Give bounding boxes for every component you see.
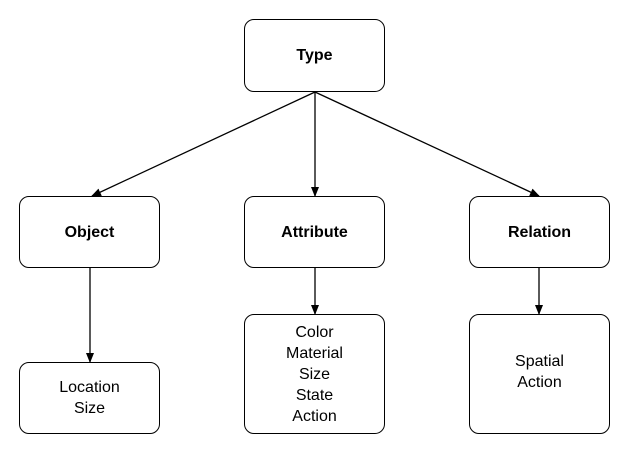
edge-type-object bbox=[91, 91, 316, 197]
object-child-size: Size bbox=[73, 400, 106, 417]
relation-child-spatial: Spatial bbox=[515, 353, 564, 370]
node-relation-label: Relation bbox=[507, 223, 572, 241]
attribute-child-material: Material bbox=[286, 344, 343, 362]
node-relation: Relation bbox=[469, 196, 610, 268]
object-child-location: Location bbox=[59, 379, 120, 396]
attribute-child-action: Action bbox=[292, 407, 337, 425]
edge-type-relation bbox=[314, 91, 540, 197]
attribute-child-size: Size bbox=[298, 365, 331, 383]
node-object-label: Object bbox=[64, 223, 115, 241]
relation-child-action: Action bbox=[517, 374, 562, 391]
node-attribute: Attribute bbox=[244, 196, 385, 268]
node-object-children: Location Size bbox=[19, 362, 160, 434]
node-relation-children: Spatial Action bbox=[469, 314, 610, 434]
node-object: Object bbox=[19, 196, 160, 268]
attribute-child-state: State bbox=[295, 386, 334, 404]
node-type-label: Type bbox=[296, 47, 333, 64]
node-type: Type bbox=[244, 19, 385, 92]
node-attribute-label: Attribute bbox=[281, 223, 348, 241]
node-attribute-children: Color Material Size State Action bbox=[244, 314, 385, 434]
attribute-child-color: Color bbox=[295, 323, 334, 341]
